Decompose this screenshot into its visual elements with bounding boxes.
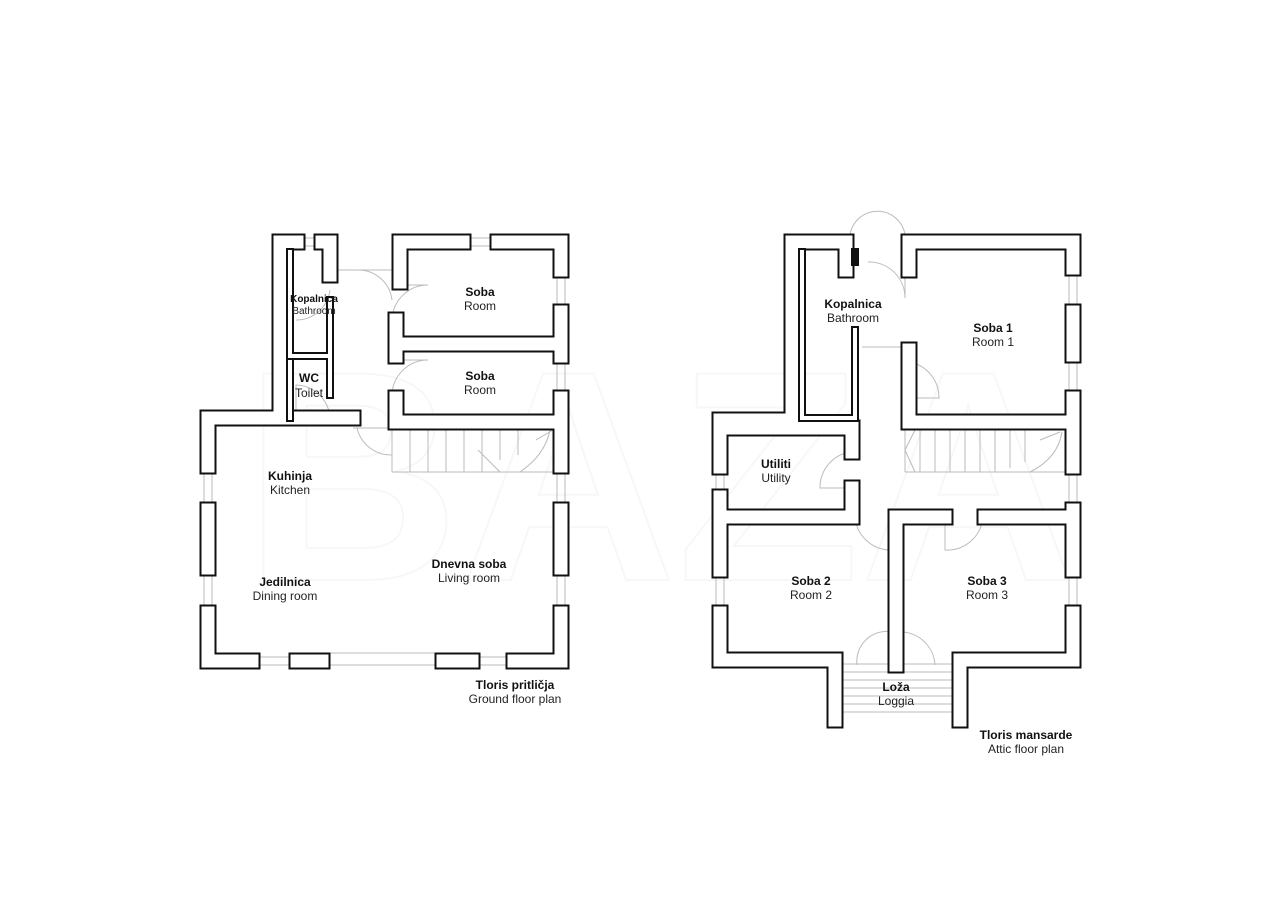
svg-text:Room 2: Room 2 (790, 588, 832, 602)
svg-text:Kuhinja: Kuhinja (268, 469, 312, 483)
svg-text:Bathroom: Bathroom (827, 311, 879, 325)
ground-floor-plan: Kopalnica Bathroom WC Toilet Soba Room S… (199, 233, 570, 706)
svg-text:Soba 1: Soba 1 (973, 321, 1013, 335)
svg-text:Room 3: Room 3 (966, 588, 1008, 602)
svg-text:Dining room: Dining room (253, 589, 318, 603)
ground-walls (199, 233, 570, 670)
svg-text:WC: WC (299, 371, 319, 385)
watermark: BAZA (242, 307, 1077, 645)
svg-text:Loža: Loža (882, 680, 910, 694)
ground-doors (295, 269, 429, 456)
svg-text:Utiliti: Utiliti (761, 457, 791, 471)
attic-floor-plan: Kopalnica Bathroom Soba 1 Room 1 Utiliti… (711, 210, 1082, 756)
svg-text:Soba 2: Soba 2 (791, 574, 831, 588)
svg-text:Soba: Soba (465, 369, 495, 383)
svg-text:Living room: Living room (438, 571, 500, 585)
attic-floor-title: Tloris mansarde (980, 728, 1073, 742)
svg-text:Kopalnica: Kopalnica (290, 294, 338, 305)
ground-floor-title: Tloris pritličja (476, 678, 555, 692)
attic-doors (819, 210, 984, 666)
svg-text:Soba: Soba (465, 285, 495, 299)
svg-text:Dnevna soba: Dnevna soba (432, 557, 507, 571)
ground-windows (203, 237, 566, 666)
svg-text:Kitchen: Kitchen (270, 483, 310, 497)
attic-floor-subtitle: Attic floor plan (988, 742, 1064, 756)
svg-text:Kopalnica: Kopalnica (824, 297, 882, 311)
svg-text:Toilet: Toilet (295, 386, 324, 400)
attic-stairs (840, 429, 1065, 713)
ground-room-labels: Kopalnica Bathroom WC Toilet Soba Room S… (253, 285, 507, 603)
ground-floor-subtitle: Ground floor plan (469, 692, 562, 706)
svg-text:Soba 3: Soba 3 (967, 574, 1007, 588)
svg-text:BAZA: BAZA (243, 308, 1076, 644)
svg-text:Bathroom: Bathroom (292, 306, 335, 317)
attic-room-labels: Kopalnica Bathroom Soba 1 Room 1 Utiliti… (761, 297, 1014, 708)
svg-text:Room 1: Room 1 (972, 335, 1014, 349)
svg-text:Room: Room (464, 383, 496, 397)
svg-text:Utility: Utility (761, 471, 790, 485)
attic-windows (715, 268, 1078, 665)
attic-walls (711, 233, 1082, 729)
svg-text:Loggia: Loggia (878, 694, 914, 708)
svg-text:Jedilnica: Jedilnica (259, 575, 311, 589)
svg-text:Room: Room (464, 299, 496, 313)
